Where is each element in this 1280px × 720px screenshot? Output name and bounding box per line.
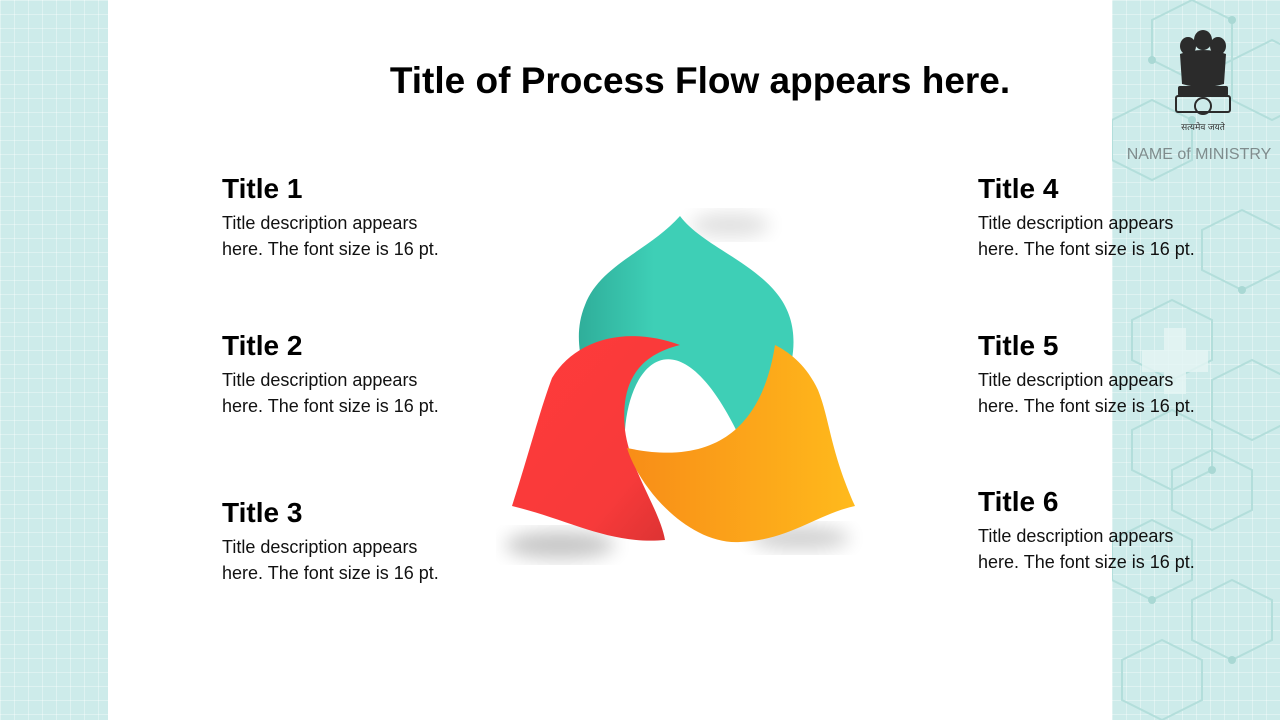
shadow-left	[505, 531, 615, 559]
teal-petal	[578, 216, 794, 440]
national-emblem-icon: सत्यमेव जयते	[1175, 30, 1231, 132]
emblem-motto: सत्यमेव जयते	[1181, 121, 1226, 132]
step-2-title: Title 2	[222, 330, 303, 361]
step-4-title: Title 4	[978, 173, 1059, 204]
ministry-name: NAME of MINISTRY	[1126, 146, 1272, 163]
step-2: Title 2 Title description appears here. …	[222, 329, 452, 419]
step-3-description: Title description appears here. The font…	[222, 537, 439, 583]
step-5-title: Title 5	[978, 330, 1059, 361]
step-1-title: Title 1	[222, 173, 303, 204]
step-5: Title 5 Title description appears here. …	[978, 329, 1208, 419]
step-6-title: Title 6	[978, 486, 1059, 517]
step-1-description: Title description appears here. The font…	[222, 213, 439, 259]
step-1: Title 1 Title description appears here. …	[222, 172, 452, 262]
shadow-top	[690, 213, 770, 237]
orange-petal	[627, 345, 855, 543]
step-3-title: Title 3	[222, 497, 303, 528]
step-6-description: Title description appears here. The font…	[978, 526, 1195, 572]
left-decor-panel	[0, 0, 108, 720]
step-2-description: Title description appears here. The font…	[222, 370, 439, 416]
step-4-description: Title description appears here. The font…	[978, 213, 1195, 259]
step-6: Title 6 Title description appears here. …	[978, 485, 1208, 575]
step-3: Title 3 Title description appears here. …	[222, 496, 452, 586]
cycle-diagram	[505, 213, 855, 559]
red-petal	[512, 336, 680, 541]
right-decor-panel	[1112, 0, 1280, 720]
hexagon-pattern	[1112, 0, 1280, 720]
step-5-description: Title description appears here. The font…	[978, 370, 1195, 416]
page-title: Title of Process Flow appears here.	[389, 60, 1011, 101]
step-4: Title 4 Title description appears here. …	[978, 172, 1208, 262]
